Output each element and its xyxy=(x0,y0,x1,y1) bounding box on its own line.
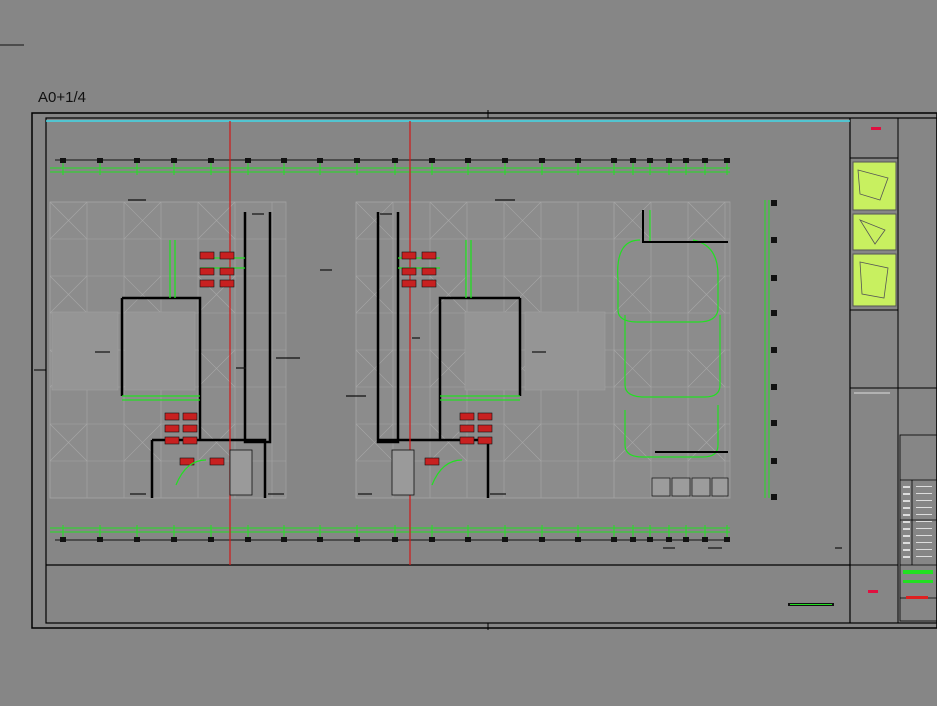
equipment-blocks xyxy=(164,251,493,466)
top-dimension-chain xyxy=(50,159,730,173)
stair-icon xyxy=(229,449,415,496)
parking-circulation xyxy=(617,210,721,458)
title-block-logo-icon xyxy=(903,570,933,574)
grid-bubble-icon xyxy=(60,158,730,542)
key-plan-3 xyxy=(852,253,897,307)
hatched-area xyxy=(51,311,606,391)
right-dimension-chain xyxy=(764,200,770,498)
sheet-outer-frame xyxy=(31,112,937,629)
parking-bays xyxy=(651,477,729,497)
door-swing-icon xyxy=(175,459,463,486)
annotation-leaders xyxy=(122,240,520,401)
service-core-east xyxy=(642,210,728,453)
bottom-dimension-chain xyxy=(50,527,730,541)
key-plan-1 xyxy=(852,161,897,211)
sheet-size-label: A0+1/4 xyxy=(38,89,86,106)
